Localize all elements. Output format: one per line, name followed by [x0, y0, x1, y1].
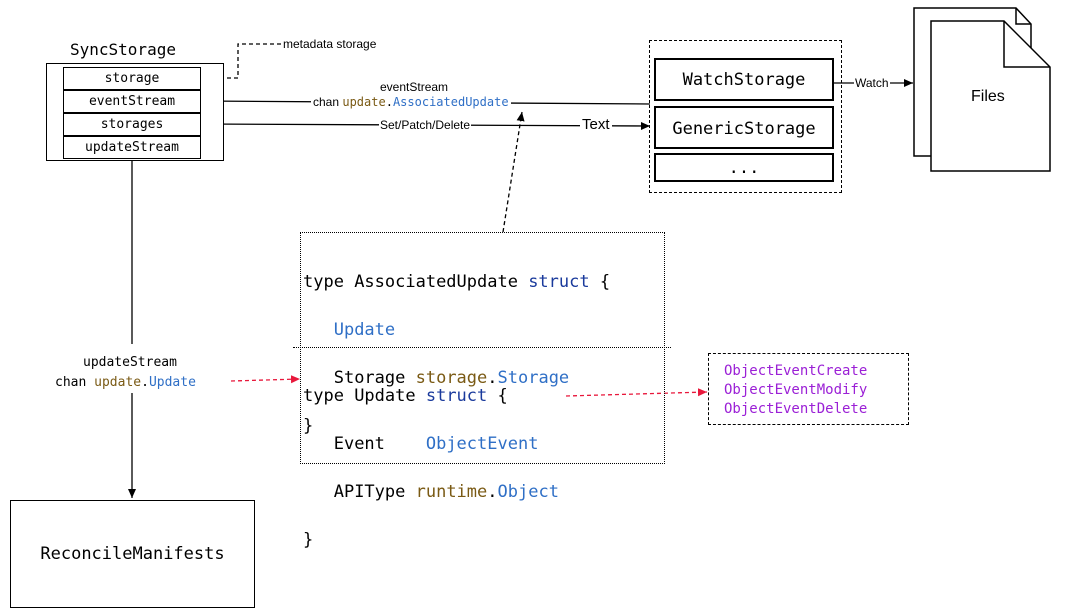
- field-event-stream: eventStream: [63, 90, 201, 113]
- set-patch-delete-label: Set/Patch/Delete: [379, 118, 472, 132]
- code-line: type AssociatedUpdate struct {: [303, 272, 611, 292]
- code-line: APIType runtime.Object: [333, 482, 559, 502]
- dot: .: [385, 95, 393, 109]
- code-line: }: [303, 530, 314, 550]
- field-storage: storage: [63, 67, 201, 90]
- more-storages-box: ...: [654, 153, 834, 182]
- reconcile-manifests-box: ReconcileManifests: [10, 500, 255, 608]
- code-line: }: [303, 416, 314, 436]
- update-package: update: [342, 95, 386, 109]
- generic-storage-box: GenericStorage: [654, 106, 834, 149]
- object-event-modify: ObjectEventModify: [724, 382, 868, 398]
- object-event-connector: [565, 388, 708, 397]
- update-type-ref: Update: [148, 375, 196, 390]
- watch-label: Watch: [854, 76, 890, 90]
- metadata-storage-label: metadata storage: [283, 37, 377, 51]
- update-stream-label: updateStream: [83, 355, 177, 370]
- update-package-2: update: [94, 375, 142, 390]
- code-line: Storage storage.Storage: [333, 368, 570, 388]
- associated-update-type: AssociatedUpdate: [392, 95, 509, 109]
- text-label: Text: [580, 116, 612, 133]
- field-storages: storages: [63, 113, 201, 136]
- dot-2: .: [141, 375, 149, 390]
- field-update-stream: updateStream: [63, 136, 201, 159]
- storages-container: [649, 40, 842, 193]
- code-line: type Update struct {: [303, 386, 508, 406]
- event-stream-label: eventStream: [380, 80, 449, 94]
- files-front-page: [930, 20, 1051, 172]
- chan-keyword-2: chan: [55, 375, 95, 390]
- sync-storage-title: SyncStorage: [70, 40, 176, 59]
- update-type-connector: [230, 375, 301, 384]
- chan-keyword: chan: [313, 95, 343, 109]
- object-event-create: ObjectEventCreate: [724, 363, 868, 379]
- object-events-box: [708, 353, 909, 425]
- update-struct: type Update struct { Event ObjectEvent A…: [303, 360, 559, 576]
- update-stream-chan-label: chan update.Update: [55, 375, 196, 390]
- struct-definitions-box: [300, 232, 665, 464]
- files-label: Files: [971, 88, 1005, 105]
- code-line: Update: [333, 320, 396, 340]
- associated-update-struct: type AssociatedUpdate struct { Update St…: [303, 246, 610, 462]
- watch-storage-box: WatchStorage: [654, 58, 834, 101]
- associated-update-connector: [502, 111, 525, 233]
- code-line: Event ObjectEvent: [333, 434, 539, 454]
- object-event-delete: ObjectEventDelete: [724, 401, 868, 417]
- event-stream-chan-label: chan update.AssociatedUpdate: [311, 95, 511, 109]
- struct-divider: [293, 347, 671, 348]
